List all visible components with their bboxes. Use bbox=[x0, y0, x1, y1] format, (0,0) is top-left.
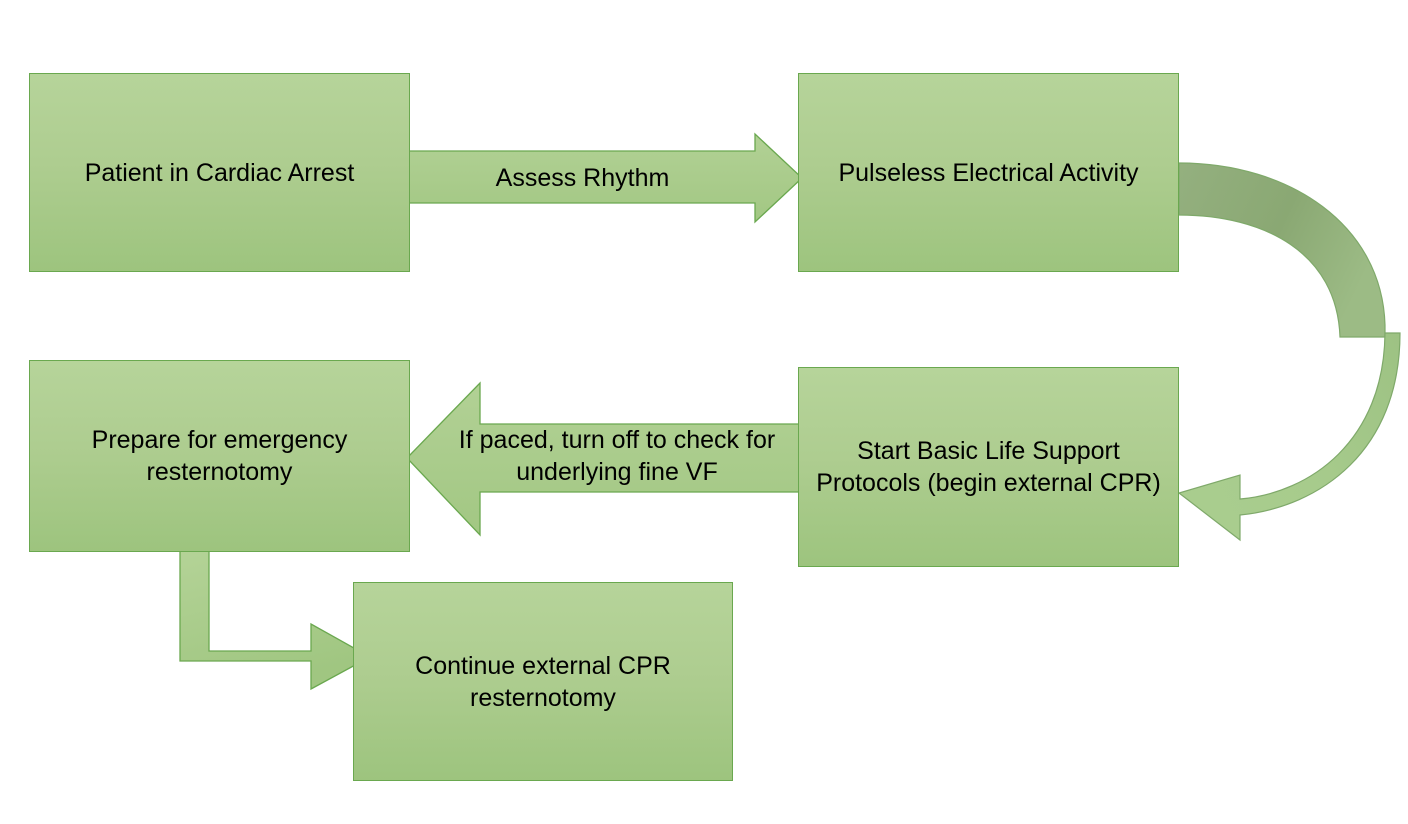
curved-arrow-pea-to-bls[interactable] bbox=[1170, 155, 1401, 555]
node-pulseless-electrical-activity[interactable]: Pulseless Electrical Activity bbox=[798, 73, 1179, 272]
elbow-arrow-shape bbox=[179, 549, 372, 691]
curved-arrow-upper-band bbox=[1178, 162, 1386, 338]
arrow-turn-off-pacing[interactable] bbox=[405, 380, 805, 540]
assess-rhythm-arrow-shape bbox=[404, 132, 803, 224]
node-label-prepare-emergency-resternotomy: Prepare for emergency resternotomy bbox=[91, 426, 348, 486]
node-start-basic-life-support[interactable]: Start Basic Life Support Protocols (begi… bbox=[798, 367, 1179, 567]
node-label-continue-external-cpr: Continue external CPR resternotomy bbox=[415, 651, 671, 712]
curved-arrow-lower-band-with-head bbox=[1177, 332, 1401, 542]
turn-off-pacing-arrow-shape bbox=[406, 381, 804, 537]
arrow-prepare-to-continue-cpr[interactable] bbox=[178, 548, 373, 693]
arrow-assess-rhythm[interactable] bbox=[404, 130, 805, 226]
node-label-pulseless-electrical-activity: Pulseless Electrical Activity bbox=[838, 158, 1139, 187]
node-continue-external-cpr[interactable]: Continue external CPR resternotomy bbox=[353, 582, 733, 781]
node-label-patient-cardiac-arrest: Patient in Cardiac Arrest bbox=[84, 158, 355, 187]
node-patient-cardiac-arrest[interactable]: Patient in Cardiac Arrest bbox=[29, 73, 410, 272]
node-prepare-emergency-resternotomy[interactable]: Prepare for emergency resternotomy bbox=[29, 360, 410, 552]
node-label-start-basic-life-support: Start Basic Life Support Protocols (begi… bbox=[816, 437, 1161, 497]
